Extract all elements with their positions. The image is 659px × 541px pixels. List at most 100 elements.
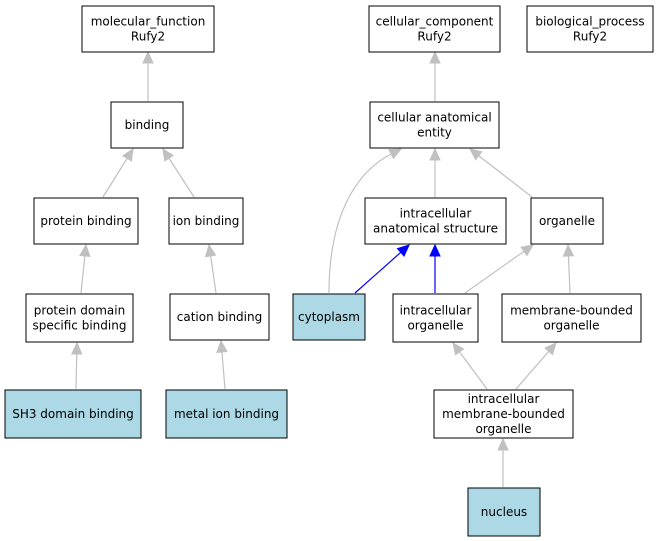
node-box-organelle	[530, 197, 604, 245]
node-cytoplasm[interactable]: cytoplasm	[292, 293, 366, 341]
edge-arrowhead-imbo-to-intra_org	[452, 342, 465, 356]
node-binding[interactable]: binding	[110, 101, 184, 149]
node-label-cae-1: entity	[417, 126, 452, 140]
edge-line-protein_binding-to-binding	[102, 158, 128, 198]
node-box-cytoplasm	[292, 293, 366, 341]
edge-line-ion_binding-to-binding	[168, 157, 195, 198]
node-label-binding-0: binding	[125, 118, 170, 132]
node-nucleus[interactable]: nucleus	[467, 487, 541, 537]
edge-ias-to-cae	[429, 147, 441, 197]
node-label-cc-root-1: Rufy2	[417, 30, 451, 44]
node-box-cation-binding	[169, 293, 270, 341]
node-label-ion-binding-0: ion binding	[173, 214, 240, 228]
edge-line-imbo-to-intra_org	[459, 351, 488, 390]
node-organelle[interactable]: organelle	[530, 197, 604, 245]
node-label-sh3-0: SH3 domain binding	[12, 407, 134, 421]
node-box-metal-ion	[165, 389, 288, 439]
node-box-ias	[364, 197, 507, 245]
node-metal-ion[interactable]: metal ion binding	[165, 389, 288, 439]
edge-line-pdsb-to-protein_binding	[80, 255, 86, 294]
edge-line-cytoplasm-to-ias	[354, 251, 402, 294]
edge-line-cytoplasm-to-cae	[328, 153, 392, 294]
edge-arrowhead-cation_binding-to-ion_binding	[204, 243, 217, 258]
node-label-cation-binding-0: cation binding	[177, 310, 262, 324]
edge-arrowhead-ias-to-cae	[429, 147, 441, 161]
node-box-mbo	[501, 293, 642, 343]
edge-intra_org-to-ias	[429, 243, 441, 293]
node-box-bp-root	[526, 5, 654, 53]
node-box-intra-org	[392, 293, 479, 343]
edge-cation_binding-to-ion_binding	[204, 243, 217, 294]
node-cation-binding[interactable]: cation binding	[169, 293, 270, 341]
edge-imbo-to-mbo	[515, 342, 557, 390]
edge-arrowhead-ion_binding-to-binding	[162, 147, 175, 162]
edge-cytoplasm-to-ias	[354, 244, 410, 294]
edge-arrowhead-mbo-to-organelle	[562, 243, 575, 257]
edge-line-cation_binding-to-ion_binding	[209, 255, 217, 294]
node-box-protein-binding	[33, 197, 139, 245]
edge-arrowhead-cytoplasm-to-cae	[388, 148, 403, 160]
node-label-cc-root-0: cellular_component	[376, 15, 494, 29]
node-label-imbo-1: membrane-bounded	[442, 407, 565, 421]
node-label-mf-root-1: Rufy2	[131, 30, 165, 44]
edge-ion_binding-to-binding	[162, 147, 195, 198]
edge-binding-to-mf_root	[142, 50, 154, 101]
edge-line-organelle-to-cae	[478, 155, 533, 198]
edge-line-intra_org-to-organelle	[464, 250, 525, 294]
edge-mbo-to-organelle	[562, 243, 575, 294]
edge-arrowhead-metal_ion-to-cation_binding	[216, 339, 228, 353]
edge-imbo-to-intra_org	[452, 342, 488, 390]
edge-arrowhead-intra_org-to-organelle	[520, 244, 534, 257]
edge-arrowhead-cae-to-cc_root	[429, 50, 441, 64]
edges-layer	[70, 50, 575, 487]
node-label-mbo-1: organelle	[543, 319, 599, 333]
node-protein-binding[interactable]: protein binding	[33, 197, 139, 245]
node-label-intra-org-0: intracellular	[400, 304, 472, 318]
node-box-mf-root	[81, 5, 215, 53]
edge-arrowhead-protein_binding-to-binding	[122, 147, 134, 162]
node-label-organelle-0: organelle	[539, 214, 595, 228]
edge-arrowhead-intra_org-to-ias	[429, 243, 441, 257]
node-ion-binding[interactable]: ion binding	[168, 197, 244, 245]
node-label-bp-root-0: biological_process	[535, 15, 644, 29]
node-label-imbo-0: intracellular	[468, 392, 540, 406]
node-box-cae	[369, 101, 500, 149]
node-sh3[interactable]: SH3 domain binding	[4, 389, 142, 439]
node-label-protein-binding-0: protein binding	[40, 214, 131, 228]
edge-protein_binding-to-binding	[102, 147, 134, 198]
edge-pdsb-to-protein_binding	[79, 243, 91, 294]
node-label-metal-ion-0: metal ion binding	[174, 407, 279, 421]
edge-metal_ion-to-cation_binding	[216, 339, 228, 390]
node-label-intra-org-1: organelle	[407, 319, 463, 333]
edge-intra_org-to-organelle	[464, 244, 534, 294]
edge-arrowhead-pdsb-to-protein_binding	[79, 243, 91, 258]
edge-arrowhead-sh3-to-pdsb	[70, 341, 83, 355]
node-box-cc-root	[368, 5, 501, 53]
node-label-mbo-0: membrane-bounded	[510, 304, 633, 318]
edge-arrowhead-imbo-to-mbo	[544, 342, 557, 356]
node-label-cytoplasm-0: cytoplasm	[298, 310, 360, 324]
node-label-ias-0: intracellular	[400, 207, 472, 221]
edge-line-imbo-to-mbo	[515, 350, 550, 390]
node-box-pdsb	[25, 293, 134, 343]
edge-arrowhead-nucleus-to-imbo	[497, 437, 509, 451]
node-box-binding	[110, 101, 184, 149]
node-label-imbo-2: organelle	[475, 422, 531, 436]
edge-line-metal_ion-to-cation_binding	[221, 351, 226, 390]
node-box-nucleus	[467, 487, 541, 537]
edge-line-mbo-to-organelle	[567, 255, 571, 294]
edge-line-sh3-to-pdsb	[75, 353, 78, 390]
edge-arrowhead-binding-to-mf_root	[142, 50, 154, 64]
node-label-bp-root-1: Rufy2	[573, 30, 607, 44]
node-box-sh3	[4, 389, 142, 439]
